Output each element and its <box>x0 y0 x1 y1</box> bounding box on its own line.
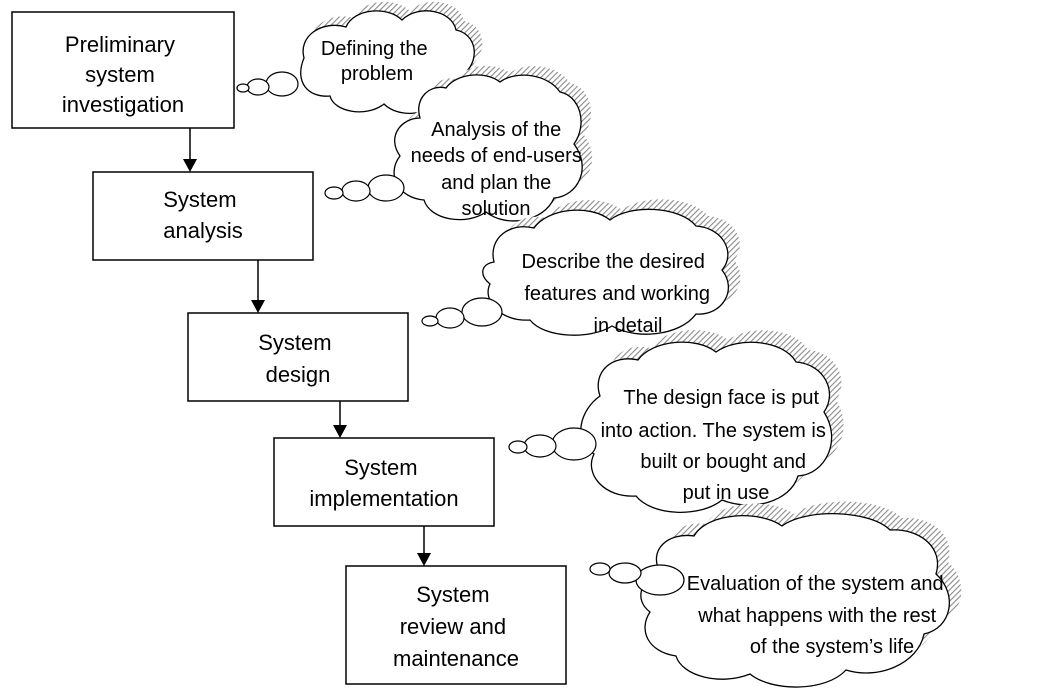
note-cloud-5: Evaluation of the system and what happen… <box>589 501 962 688</box>
stage-label-3: System design <box>258 330 337 387</box>
stage-box-4: System implementation <box>273 437 495 527</box>
stage-box-5: System review and maintenance <box>345 565 567 685</box>
stage-box-2: System analysis <box>92 171 314 261</box>
arrow-3 <box>333 401 347 438</box>
thought-bubble <box>367 174 405 202</box>
note-cloud-1: Defining the problem <box>236 1 483 115</box>
stage-label-5: System review and maintenance <box>393 582 519 671</box>
thought-bubble <box>341 180 371 202</box>
note-text-3: Describe the desired features and workin… <box>522 251 716 337</box>
arrow-1 <box>183 128 197 172</box>
note-cloud-4: The design face is put into action. The … <box>508 330 844 513</box>
thought-bubble <box>435 307 465 329</box>
note-cloud-2: Analysis of the needs of end-users and p… <box>324 65 593 222</box>
thought-bubble <box>551 427 597 461</box>
note-text-4: The design face is put into action. The … <box>601 387 832 504</box>
stage-label-2: System analysis <box>163 187 242 243</box>
thought-bubble <box>508 440 528 454</box>
thought-bubble <box>421 315 439 327</box>
thought-bubble <box>265 71 299 97</box>
arrow-4 <box>417 526 431 566</box>
stage-box-3: System design <box>187 312 409 402</box>
thought-bubble <box>324 186 344 200</box>
thought-bubble <box>589 562 611 576</box>
note-cloud-3: Describe the desired features and workin… <box>421 199 741 337</box>
note-text-5: Evaluation of the system and what happen… <box>687 573 949 658</box>
thought-bubble <box>635 564 685 596</box>
note-text-1: Defining the problem <box>321 38 433 85</box>
thought-bubble <box>246 78 270 96</box>
arrow-2 <box>251 260 265 313</box>
note-text-2: Analysis of the needs of end-users and p… <box>411 119 588 220</box>
thought-bubble <box>608 562 642 584</box>
thought-bubble <box>461 297 503 327</box>
stage-label-1: Preliminary system investigation <box>62 32 184 117</box>
stage-box-1: Preliminary system investigation <box>11 11 235 129</box>
thought-bubble <box>236 83 250 93</box>
stage-label-4: System implementation <box>309 455 458 511</box>
thought-bubble <box>523 434 557 458</box>
